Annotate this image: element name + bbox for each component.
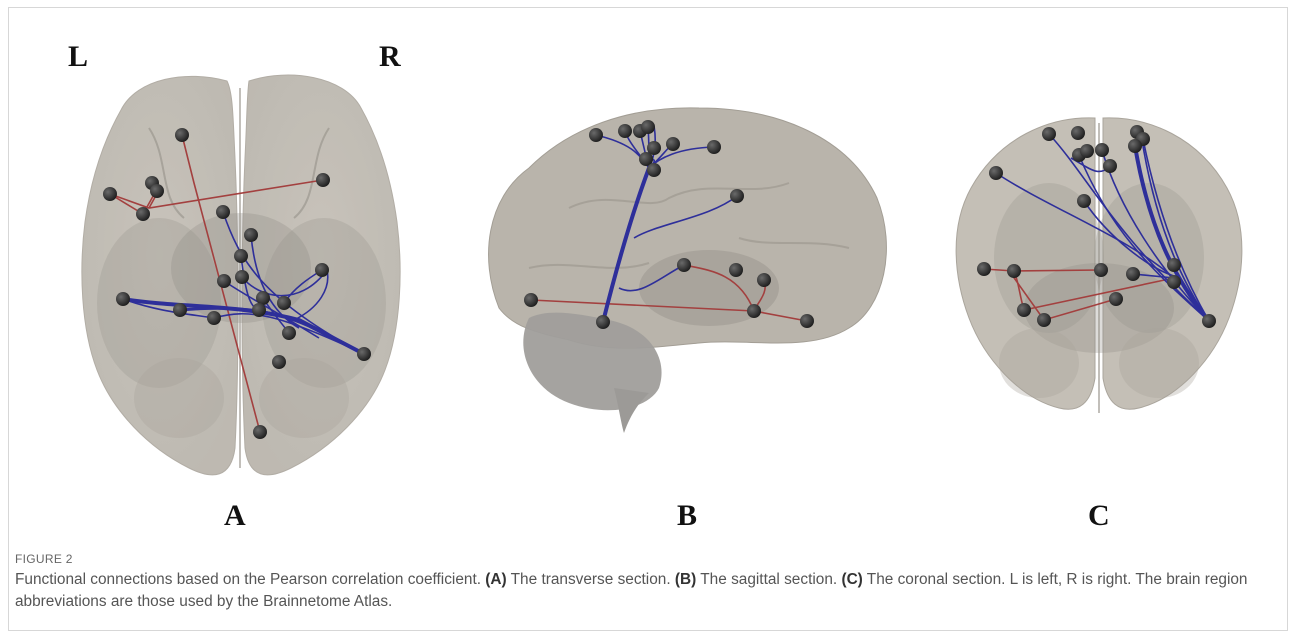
figure-caption: Functional connections based on the Pear…	[15, 569, 1277, 613]
caption-intro: Functional connections based on the Pear…	[15, 571, 485, 588]
orientation-right-label: R	[379, 42, 401, 72]
caption-b-tag: (B)	[675, 571, 696, 588]
caption-a-text: The transverse section.	[507, 571, 675, 588]
caption-c-tag: (C)	[841, 571, 862, 588]
caption-b-text: The sagittal section.	[696, 571, 841, 588]
orientation-left-label: L	[68, 42, 88, 72]
figure-number: FIGURE 2	[15, 552, 73, 566]
caption-a-tag: (A)	[485, 571, 506, 588]
panel-label-c: C	[1088, 501, 1110, 531]
panel-label-a: A	[224, 501, 246, 531]
panel-label-b: B	[677, 501, 697, 531]
brain-network-figure	[9, 8, 1287, 548]
